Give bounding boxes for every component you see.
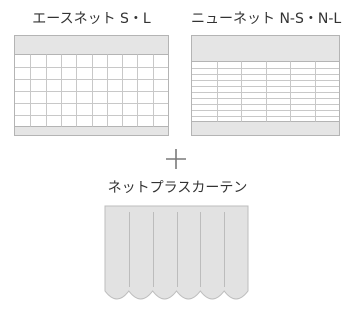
new-net-panel — [191, 35, 340, 136]
ace-net-mesh — [15, 54, 168, 127]
new-net-top-rail — [192, 36, 339, 61]
new-net-label: ニューネット N-S・N-L — [191, 11, 342, 27]
plus-icon — [166, 149, 186, 169]
curtain-illustration — [104, 205, 249, 300]
ace-net-panel — [14, 35, 169, 136]
ace-net-label: エースネット S・L — [32, 11, 151, 27]
new-net-mesh — [192, 61, 339, 122]
curtain-label: ネットプラスカーテン — [107, 180, 248, 196]
ace-net-bottom-rail — [15, 126, 168, 135]
ace-net-top-rail — [15, 36, 168, 54]
curtain-body — [104, 205, 249, 300]
new-net-bottom-rail — [192, 122, 339, 135]
curtain-folds — [129, 212, 225, 287]
